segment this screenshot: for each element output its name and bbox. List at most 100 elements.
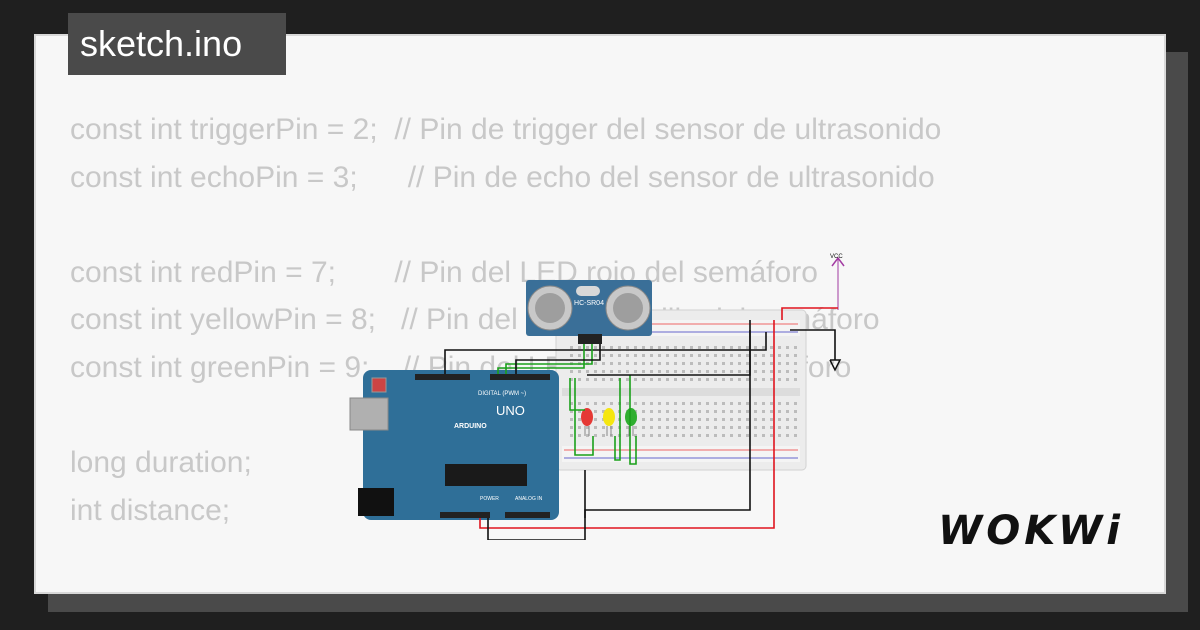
breadboard-hole xyxy=(658,378,661,381)
breadboard-hole xyxy=(730,354,733,357)
breadboard-hole xyxy=(770,362,773,365)
led-yellow[interactable] xyxy=(603,408,615,436)
breadboard-hole xyxy=(594,426,597,429)
breadboard-hole xyxy=(746,402,749,405)
breadboard-hole xyxy=(682,402,685,405)
breadboard-hole xyxy=(698,410,701,413)
breadboard-hole xyxy=(570,370,573,373)
breadboard-hole xyxy=(642,354,645,357)
code-line: int distance; xyxy=(70,493,231,527)
breadboard-hole xyxy=(602,378,605,381)
breadboard-hole xyxy=(594,370,597,373)
breadboard-hole xyxy=(674,354,677,357)
breadboard-hole xyxy=(786,346,789,349)
led-red[interactable] xyxy=(581,408,593,436)
breadboard-hole xyxy=(570,346,573,349)
ultrasonic-sensor[interactable]: HC-SR04 xyxy=(526,280,652,344)
breadboard-hole xyxy=(642,426,645,429)
breadboard-hole xyxy=(674,378,677,381)
breadboard-hole xyxy=(738,410,741,413)
breadboard-hole xyxy=(626,434,629,437)
breadboard-hole xyxy=(634,434,637,437)
led-green[interactable] xyxy=(625,408,637,436)
breadboard-hole xyxy=(578,418,581,421)
breadboard-hole xyxy=(770,402,773,405)
breadboard-hole xyxy=(602,410,605,413)
breadboard-hole xyxy=(778,402,781,405)
breadboard-hole xyxy=(706,346,709,349)
breadboard-hole xyxy=(794,402,797,405)
breadboard-hole xyxy=(586,346,589,349)
breadboard-hole xyxy=(578,434,581,437)
breadboard-hole xyxy=(762,378,765,381)
file-tab[interactable]: sketch.ino xyxy=(68,13,286,75)
breadboard-hole xyxy=(642,362,645,365)
breadboard-hole xyxy=(754,370,757,373)
breadboard-hole xyxy=(714,434,717,437)
breadboard-hole xyxy=(698,378,701,381)
breadboard-hole xyxy=(762,410,765,413)
breadboard-hole xyxy=(674,418,677,421)
breadboard-hole xyxy=(650,426,653,429)
breadboard-hole xyxy=(762,426,765,429)
breadboard-hole xyxy=(682,410,685,413)
breadboard-hole xyxy=(602,362,605,365)
breadboard-hole xyxy=(698,346,701,349)
breadboard-hole xyxy=(610,378,613,381)
breadboard-hole xyxy=(754,354,757,357)
breadboard-hole xyxy=(746,370,749,373)
breadboard-hole xyxy=(794,434,797,437)
breadboard-hole xyxy=(698,370,701,373)
breadboard-hole xyxy=(714,354,717,357)
breadboard-hole xyxy=(746,426,749,429)
breadboard-hole xyxy=(682,434,685,437)
vcc-symbol: VCC xyxy=(830,254,845,310)
breadboard-hole xyxy=(602,426,605,429)
breadboard-hole xyxy=(666,370,669,373)
breadboard-hole xyxy=(666,362,669,365)
breadboard-hole xyxy=(746,410,749,413)
breadboard-hole xyxy=(642,346,645,349)
breadboard-hole xyxy=(706,418,709,421)
breadboard-hole xyxy=(722,418,725,421)
breadboard-hole xyxy=(586,354,589,357)
breadboard-hole xyxy=(746,362,749,365)
breadboard-hole xyxy=(642,402,645,405)
breadboard-hole xyxy=(570,434,573,437)
breadboard-hole xyxy=(794,378,797,381)
breadboard-hole xyxy=(762,370,765,373)
breadboard-hole xyxy=(778,362,781,365)
breadboard-hole xyxy=(626,402,629,405)
breadboard-hole xyxy=(698,402,701,405)
breadboard-hole xyxy=(610,354,613,357)
breadboard-hole xyxy=(754,418,757,421)
arduino-uno-board[interactable]: DIGITAL (PWM ~) UNO ARDUINO POWER ANALOG… xyxy=(349,370,559,520)
breadboard-hole xyxy=(602,370,605,373)
breadboard-hole xyxy=(594,418,597,421)
breadboard-hole xyxy=(610,346,613,349)
code-line: const int triggerPin = 2; // Pin de trig… xyxy=(70,113,942,146)
breadboard-hole xyxy=(738,434,741,437)
breadboard-hole xyxy=(738,426,741,429)
breadboard-hole xyxy=(570,410,573,413)
breadboard-hole xyxy=(794,346,797,349)
breadboard-hole xyxy=(762,354,765,357)
breadboard-hole xyxy=(674,426,677,429)
breadboard-hole xyxy=(602,346,605,349)
breadboard-hole xyxy=(690,362,693,365)
breadboard-hole xyxy=(778,378,781,381)
breadboard-hole xyxy=(714,402,717,405)
breadboard-hole xyxy=(786,426,789,429)
breadboard-hole xyxy=(754,378,757,381)
breadboard-hole xyxy=(730,378,733,381)
breadboard-hole xyxy=(602,354,605,357)
breadboard-hole xyxy=(650,354,653,357)
digital-label: DIGITAL (PWM ~) xyxy=(478,391,526,397)
breadboard-hole xyxy=(578,354,581,357)
breadboard-hole xyxy=(698,362,701,365)
breadboard-hole xyxy=(786,378,789,381)
breadboard-hole xyxy=(666,378,669,381)
breadboard-hole xyxy=(690,426,693,429)
breadboard-hole xyxy=(746,354,749,357)
breadboard-hole xyxy=(690,378,693,381)
